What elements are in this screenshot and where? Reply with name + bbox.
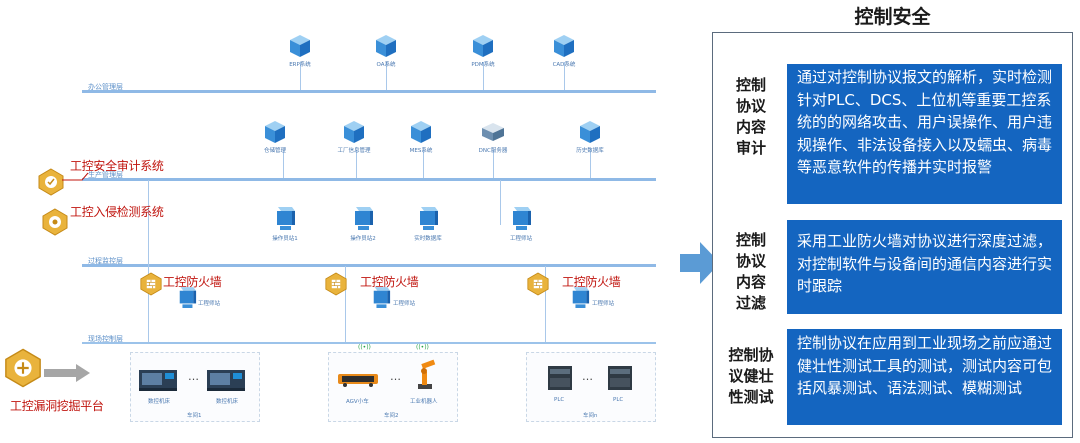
server-icon <box>473 35 493 57</box>
workstation-icon <box>179 287 197 308</box>
agv-icon <box>338 374 378 387</box>
layer-label-production: 生产管理层 <box>88 171 123 179</box>
wireless-icon: ((•)) <box>416 344 429 351</box>
audit-connector <box>62 172 89 181</box>
warehouse-server-node: 仓储管理 <box>245 120 305 154</box>
workstation-icon <box>355 207 373 230</box>
workshopn-engineer-node <box>545 286 615 310</box>
dnc-server-icon <box>482 123 504 141</box>
workshop2-engineer-label: 工程师站 <box>393 301 416 307</box>
firewall-icon <box>527 272 549 296</box>
mes-server-node: MES系统 <box>391 120 451 154</box>
workshop2-engineer-node <box>346 286 416 310</box>
realtime-db-node: 实时数据库 <box>398 206 458 242</box>
production-network-line <box>82 178 656 181</box>
server-icon <box>376 35 396 57</box>
vuln-shield-icon <box>5 348 41 388</box>
factory-info-server-node: 工厂信息管理 <box>324 120 384 154</box>
layer-label-process: 过程监控层 <box>88 257 123 265</box>
operator-station-1-node: 操作员站1 <box>255 206 315 242</box>
device-label: PLC <box>554 397 565 403</box>
ellipsis: … <box>582 370 593 383</box>
workshop-n-zone <box>526 352 656 422</box>
plc-icon <box>548 366 572 390</box>
device-label: 数控机床 <box>148 399 171 405</box>
oa-server-node: OA系统 <box>356 34 416 68</box>
device-label: 工业机器人 <box>410 399 438 405</box>
workstation-icon <box>277 207 295 230</box>
server-icon <box>290 35 310 57</box>
plc-icon <box>608 366 632 390</box>
erp-server-node: ERP系统 <box>270 34 330 68</box>
workshop1-engineer-label: 工程师站 <box>198 301 221 307</box>
cad-server-node: CAD系统 <box>534 34 594 68</box>
device-label: AGV小车 <box>346 399 369 405</box>
server-icon <box>411 121 431 143</box>
row-label-robustness: 控制协 议健壮 性测试 <box>728 346 774 406</box>
dnc-server-node: DNC服务器 <box>463 120 523 154</box>
pdm-server-node: PDM系统 <box>453 34 513 68</box>
layer-label-field: 现场控制层 <box>88 335 123 343</box>
cnc-machine-icon <box>207 370 245 391</box>
ids-shield-icon <box>42 208 68 236</box>
engineer-station-node: 工程师站 <box>491 206 551 242</box>
industrial-robot-icon <box>418 359 436 389</box>
workstation-icon <box>572 287 590 308</box>
workstation-icon <box>513 207 531 230</box>
workshop-label: 车间n <box>583 413 598 419</box>
device-label: 数控机床 <box>216 399 239 405</box>
layer-label-office: 办公管理层 <box>88 83 123 91</box>
ids-system-label: 工控入侵检测系统 <box>70 205 164 219</box>
audit-system-label: 工控安全审计系统 <box>70 159 164 173</box>
row-label-audit: 控制 协议 内容 审计 <box>735 76 766 157</box>
firewall-label-1: 工控防火墙 <box>163 275 222 289</box>
workstation-icon <box>373 287 391 308</box>
server-icon <box>344 121 364 143</box>
workshopn-engineer-label: 工程师站 <box>592 301 615 307</box>
process-network-line <box>82 264 656 267</box>
office-network-line <box>82 90 656 93</box>
field-network-line <box>82 342 656 344</box>
operator-station-2-node: 操作员站2 <box>333 206 393 242</box>
workstation-icon <box>420 207 438 230</box>
ellipsis: … <box>188 370 199 383</box>
blue-arrow-icon <box>680 242 720 284</box>
server-icon <box>265 121 285 143</box>
wireless-icon: ((•)) <box>358 344 371 351</box>
ellipsis: … <box>390 370 401 383</box>
firewall-icon <box>325 272 347 296</box>
panel-title: 控制安全 <box>854 6 931 28</box>
history-db-node: 历史数据库 <box>560 120 620 154</box>
firewall-label-2: 工控防火墙 <box>360 275 419 289</box>
firewall-icon <box>140 272 162 296</box>
audit-shield-icon <box>38 168 64 196</box>
workshop-label: 车间1 <box>187 413 202 419</box>
firewall-label-3: 工控防火墙 <box>562 275 621 289</box>
cnc-machine-icon <box>139 370 177 391</box>
server-icon <box>580 121 600 143</box>
row-text-robustness: 控制协议在应用到工业现场之前应通过健壮性测试工具的测试，测试内容可包括风暴测试、… <box>787 329 1062 425</box>
vuln-platform-label: 工控漏洞挖掘平台 <box>10 399 104 413</box>
device-label: PLC <box>613 397 624 403</box>
row-label-filter: 控制 协议 内容 过滤 <box>735 231 766 312</box>
workshop-label: 车间2 <box>384 413 399 419</box>
row-text-filter: 采用工业防火墙对协议进行深度过滤，对控制软件与设备间的通信内容进行实时跟踪 <box>787 220 1062 314</box>
workshop-2-zone <box>328 352 458 422</box>
gray-arrow-icon <box>44 364 90 382</box>
workshop1-engineer-node <box>152 286 222 310</box>
row-text-audit: 通过对控制协议报文的解析，实时检测针对PLC、DCS、上位机等重要工控系统的的网… <box>787 64 1062 204</box>
server-icon <box>554 35 574 57</box>
